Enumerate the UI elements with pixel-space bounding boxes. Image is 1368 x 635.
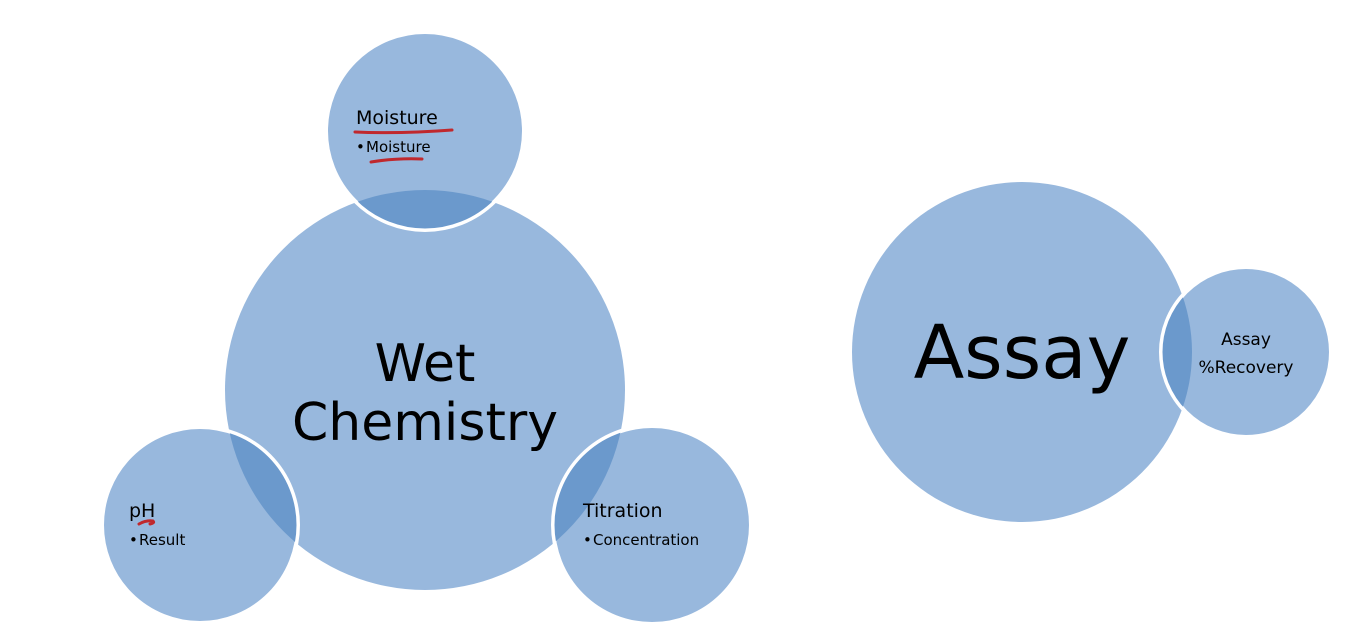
wet-chemistry-main-circle bbox=[225, 190, 625, 590]
titration-outline bbox=[551, 424, 753, 626]
assay-group: Assay Assay %Recovery bbox=[852, 182, 1333, 522]
assay-main-circle bbox=[852, 182, 1192, 522]
ph-bullet: • bbox=[129, 531, 138, 549]
wet-chemistry-label-line2: Chemistry bbox=[292, 393, 558, 453]
wet-chemistry-group: Wet Chemistry Moisture • Moisture pH • R… bbox=[100, 30, 753, 626]
moisture-outline bbox=[324, 30, 526, 232]
underline-moisture-item bbox=[369, 157, 424, 164]
wet-chemistry-label-line1: Wet bbox=[375, 334, 476, 394]
assay-main-label: Assay bbox=[914, 310, 1131, 396]
ph-item: Result bbox=[139, 531, 185, 549]
moisture-item: Moisture bbox=[366, 138, 431, 156]
ph-title: pH bbox=[129, 500, 155, 522]
titration-item: Concentration bbox=[593, 531, 699, 549]
underline-moisture-title bbox=[353, 128, 454, 135]
titration-bullet: • bbox=[583, 531, 592, 549]
assay-satellite-line2: %Recovery bbox=[1199, 358, 1294, 378]
ph-outline bbox=[100, 425, 300, 625]
ink-annotations bbox=[137, 128, 454, 526]
moisture-bullet: • bbox=[356, 138, 365, 156]
titration-title: Titration bbox=[582, 500, 663, 522]
assay-satellite-line1: Assay bbox=[1221, 330, 1271, 350]
underline-ph bbox=[137, 519, 156, 526]
assay-satellite-outline bbox=[1159, 265, 1333, 439]
moisture-title: Moisture bbox=[356, 107, 438, 129]
